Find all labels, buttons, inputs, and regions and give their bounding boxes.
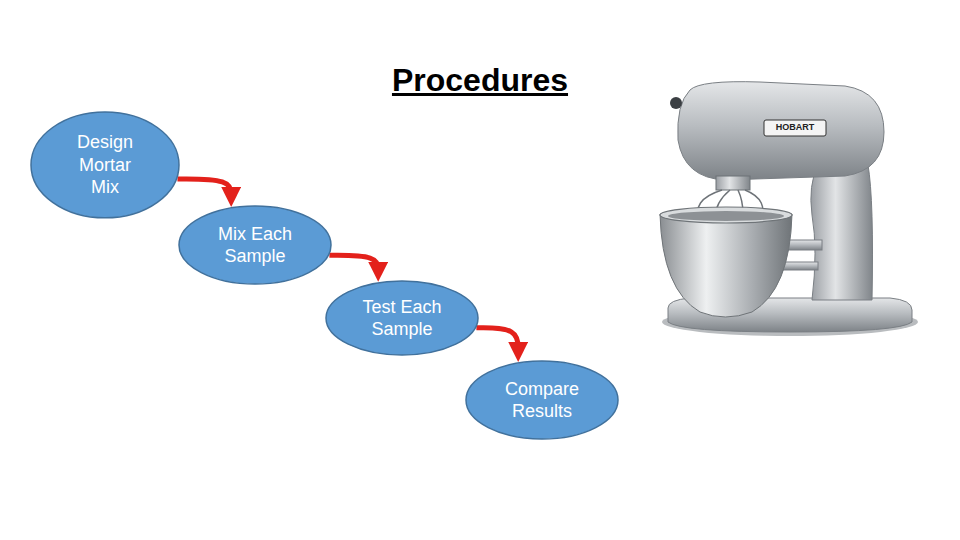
ellipse-outline <box>465 360 619 440</box>
ellipse-fill <box>466 361 618 439</box>
node-text-holder: Mix Each Sample <box>205 223 305 268</box>
bowl-inside <box>668 211 784 221</box>
ellipse-fill <box>179 206 331 284</box>
node-text: Test Each Sample <box>352 296 452 341</box>
node-text: Design Mortar Mix <box>70 131 140 199</box>
attachment-hub <box>716 176 750 190</box>
process-ellipse: Test Each Sample <box>325 280 479 356</box>
bowl-rim <box>660 207 792 223</box>
diagram-title: Procedures <box>300 62 660 99</box>
mixer-column <box>811 165 873 300</box>
node-text: Mix Each Sample <box>205 223 305 268</box>
mixer-head <box>678 82 884 180</box>
mixing-bowl <box>660 214 792 317</box>
speed-knob <box>670 97 682 109</box>
ellipse-fill <box>326 281 478 355</box>
process-ellipse: Mix Each Sample <box>178 205 332 285</box>
ellipse-outline <box>178 205 332 285</box>
brand-label: HOBART <box>764 122 826 132</box>
ellipse-outline <box>325 280 479 356</box>
flow-arrow <box>476 328 518 352</box>
brand-plate <box>764 120 826 136</box>
process-ellipse: Compare Results <box>465 360 619 440</box>
flow-arrow <box>329 255 378 272</box>
ellipse-fill <box>31 112 179 218</box>
node-text: Compare Results <box>492 378 592 423</box>
process-ellipse: Design Mortar Mix <box>30 111 180 219</box>
node-text-holder: Compare Results <box>492 378 592 423</box>
node-text-holder: Test Each Sample <box>352 296 452 341</box>
flow-arrow <box>177 179 231 197</box>
node-text-holder: Design Mortar Mix <box>70 131 140 199</box>
